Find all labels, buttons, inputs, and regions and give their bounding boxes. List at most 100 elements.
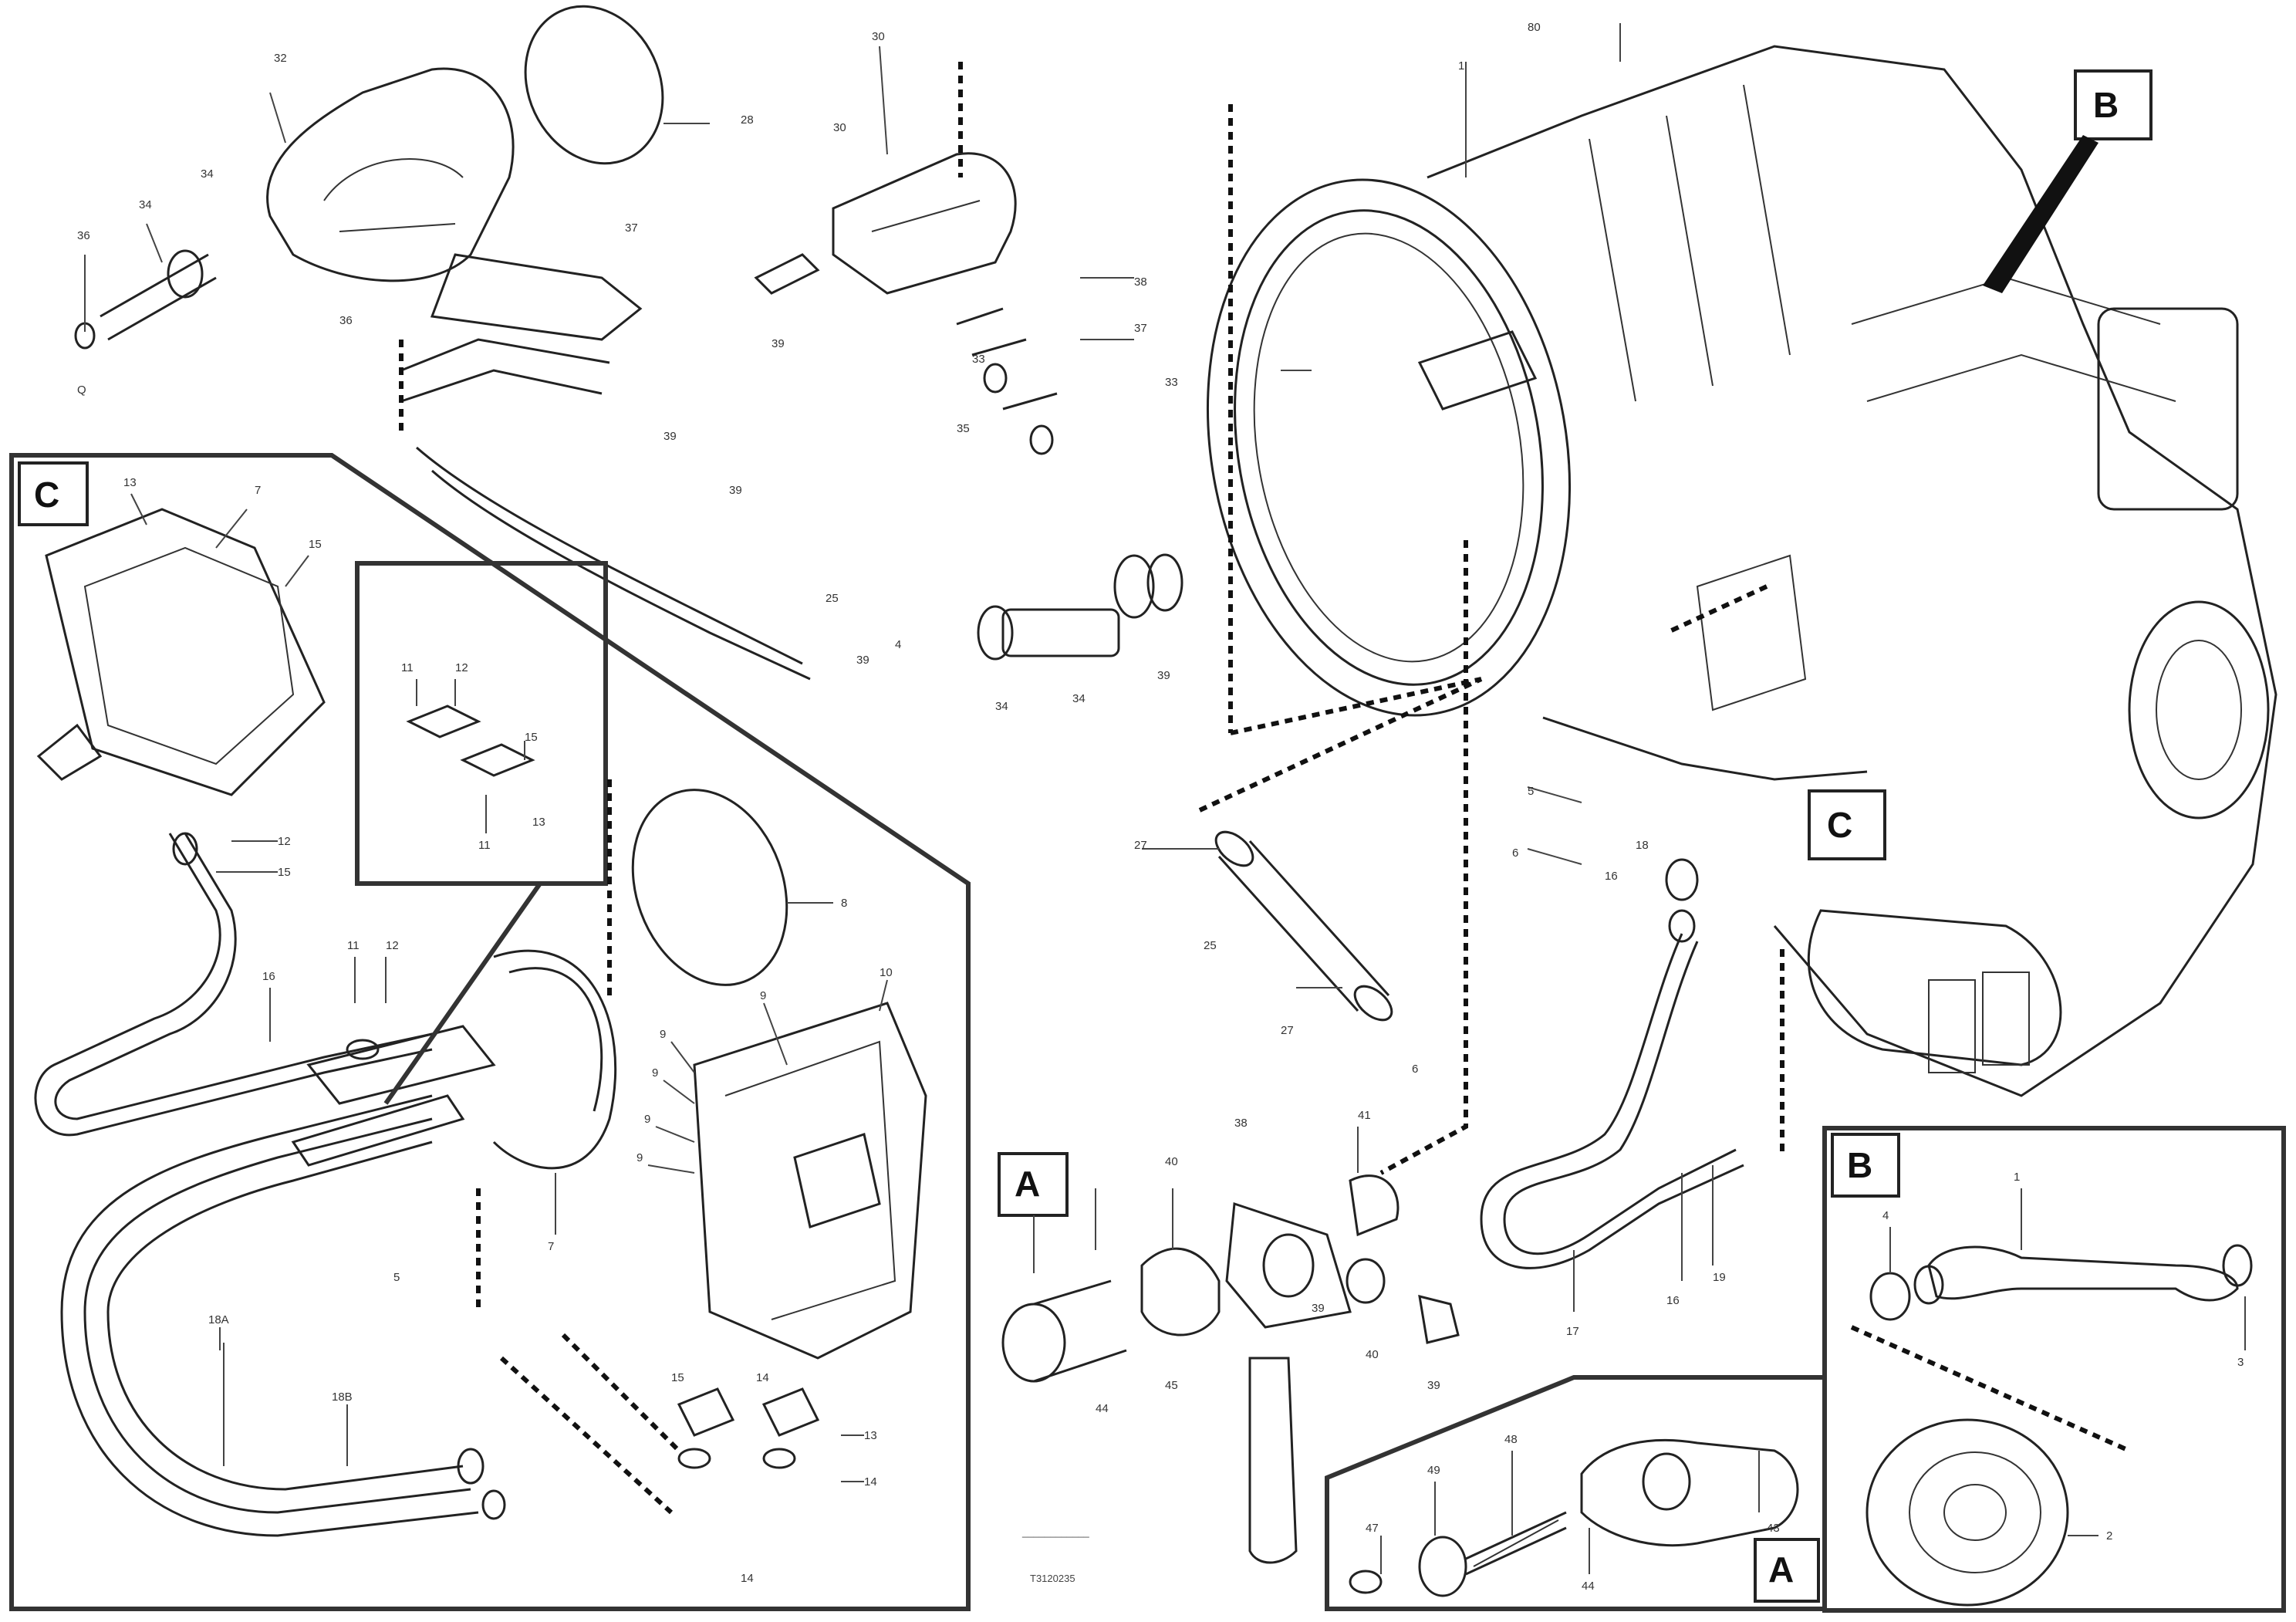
svg-text:40: 40: [1165, 1155, 1178, 1168]
svg-text:25: 25: [826, 592, 839, 605]
svg-text:37: 37: [625, 221, 638, 235]
bracket-assembly: [74, 5, 811, 681]
svg-text:1: 1: [2014, 1171, 2020, 1184]
svg-text:13: 13: [123, 476, 137, 489]
svg-text:9: 9: [652, 1066, 658, 1080]
valve-block: [1001, 1174, 1460, 1564]
svg-text:9: 9: [636, 1151, 643, 1164]
svg-text:34: 34: [995, 700, 1008, 713]
svg-text:19: 19: [1713, 1271, 1726, 1284]
callout-b-top: B: [1983, 69, 2152, 293]
svg-text:9: 9: [760, 989, 766, 1002]
svg-text:44: 44: [1582, 1580, 1595, 1593]
svg-text:1: 1: [1458, 59, 1464, 73]
svg-text:6: 6: [1512, 846, 1518, 860]
svg-text:15: 15: [278, 866, 291, 879]
svg-text:18B: 18B: [332, 1391, 353, 1404]
svg-text:8: 8: [841, 897, 847, 910]
svg-text:18: 18: [1636, 839, 1649, 852]
svg-text:B: B: [2093, 85, 2119, 125]
svg-text:16: 16: [1605, 870, 1618, 883]
svg-text:4: 4: [895, 638, 901, 651]
svg-text:36: 36: [339, 314, 353, 327]
svg-text:37: 37: [1134, 322, 1147, 335]
svg-text:39: 39: [663, 430, 677, 443]
transmission-housing: [1206, 45, 2277, 1097]
inset-a-detail: A 47 49 48 43 44: [1325, 1375, 1827, 1611]
svg-text:14: 14: [756, 1371, 769, 1384]
svg-text:9: 9: [644, 1113, 650, 1126]
svg-text:40: 40: [1366, 1348, 1379, 1361]
svg-text:15: 15: [525, 731, 538, 744]
svg-text:38: 38: [1234, 1117, 1248, 1130]
pipe-with-fittings: [1214, 830, 1393, 1022]
svg-text:T3120235: T3120235: [1030, 1573, 1075, 1584]
callout-c-main: C: [1808, 789, 1886, 860]
svg-text:15: 15: [671, 1371, 684, 1384]
svg-text:13: 13: [864, 1429, 877, 1442]
svg-text:11: 11: [478, 839, 491, 852]
leader-lines: [84, 23, 1714, 1312]
svg-text:5: 5: [393, 1271, 400, 1284]
svg-text:48: 48: [1504, 1433, 1518, 1446]
svg-text:14: 14: [864, 1475, 877, 1489]
svg-text:7: 7: [548, 1240, 554, 1253]
svg-text:36: 36: [77, 229, 90, 242]
svg-text:27: 27: [1134, 839, 1147, 852]
svg-text:Q: Q: [77, 384, 86, 397]
svg-text:39: 39: [1157, 669, 1170, 682]
inset-b-detail: B 1 4 3 2: [1822, 1126, 2286, 1613]
svg-text:4: 4: [1882, 1209, 1889, 1222]
svg-text:39: 39: [772, 337, 785, 350]
svg-text:10: 10: [880, 966, 893, 979]
svg-text:2: 2: [2106, 1529, 2112, 1543]
svg-text:6: 6: [1412, 1063, 1418, 1076]
hose-assembly: [1480, 858, 1744, 1269]
svg-text:44: 44: [1096, 1402, 1109, 1415]
svg-text:12: 12: [455, 661, 468, 674]
svg-text:18A: 18A: [208, 1313, 229, 1326]
svg-text:16: 16: [1666, 1294, 1680, 1307]
svg-text:11: 11: [401, 661, 414, 674]
svg-text:30: 30: [872, 30, 885, 43]
svg-text:33: 33: [972, 353, 985, 366]
svg-text:43: 43: [1767, 1522, 1780, 1535]
svg-text:12: 12: [386, 939, 399, 952]
svg-text:39: 39: [1427, 1379, 1440, 1392]
svg-text:80: 80: [1528, 21, 1541, 34]
svg-text:47: 47: [1366, 1522, 1379, 1535]
svg-text:33: 33: [1165, 376, 1178, 389]
svg-text:34: 34: [1072, 692, 1086, 705]
svg-text:C: C: [1827, 805, 1852, 845]
svg-text:12: 12: [278, 835, 291, 848]
callout-a-main: A: [998, 1152, 1069, 1273]
part-numbers: 32 28 30 30 34 34 36 Q 36 37 39 38 37 33…: [77, 21, 1726, 1415]
svg-text:39: 39: [1312, 1302, 1325, 1315]
drawing-number: ____________ T3120235: [1021, 1526, 1090, 1584]
filter-housing: [754, 152, 1058, 455]
svg-text:5: 5: [1528, 785, 1534, 798]
svg-text:32: 32: [274, 52, 287, 65]
svg-text:15: 15: [309, 538, 322, 551]
svg-text:25: 25: [1204, 939, 1217, 952]
svg-text:45: 45: [1165, 1379, 1178, 1392]
svg-text:49: 49: [1427, 1464, 1440, 1477]
svg-text:9: 9: [660, 1028, 666, 1041]
svg-text:11: 11: [347, 939, 360, 952]
svg-text:3: 3: [2237, 1356, 2244, 1369]
inset-c-detail: C 11 12 15 11 13 13 7 15: [9, 453, 971, 1611]
svg-text:13: 13: [532, 816, 545, 829]
svg-text:34: 34: [139, 198, 152, 211]
svg-text:16: 16: [262, 970, 275, 983]
svg-text:41: 41: [1358, 1109, 1371, 1122]
svg-text:A: A: [1768, 1549, 1794, 1590]
svg-text:35: 35: [957, 422, 970, 435]
svg-text:____________: ____________: [1021, 1526, 1090, 1538]
svg-text:30: 30: [833, 121, 846, 134]
connection-lines: [399, 62, 2131, 1453]
svg-text:27: 27: [1281, 1024, 1294, 1037]
svg-text:B: B: [1847, 1145, 1872, 1185]
svg-text:17: 17: [1566, 1325, 1579, 1338]
